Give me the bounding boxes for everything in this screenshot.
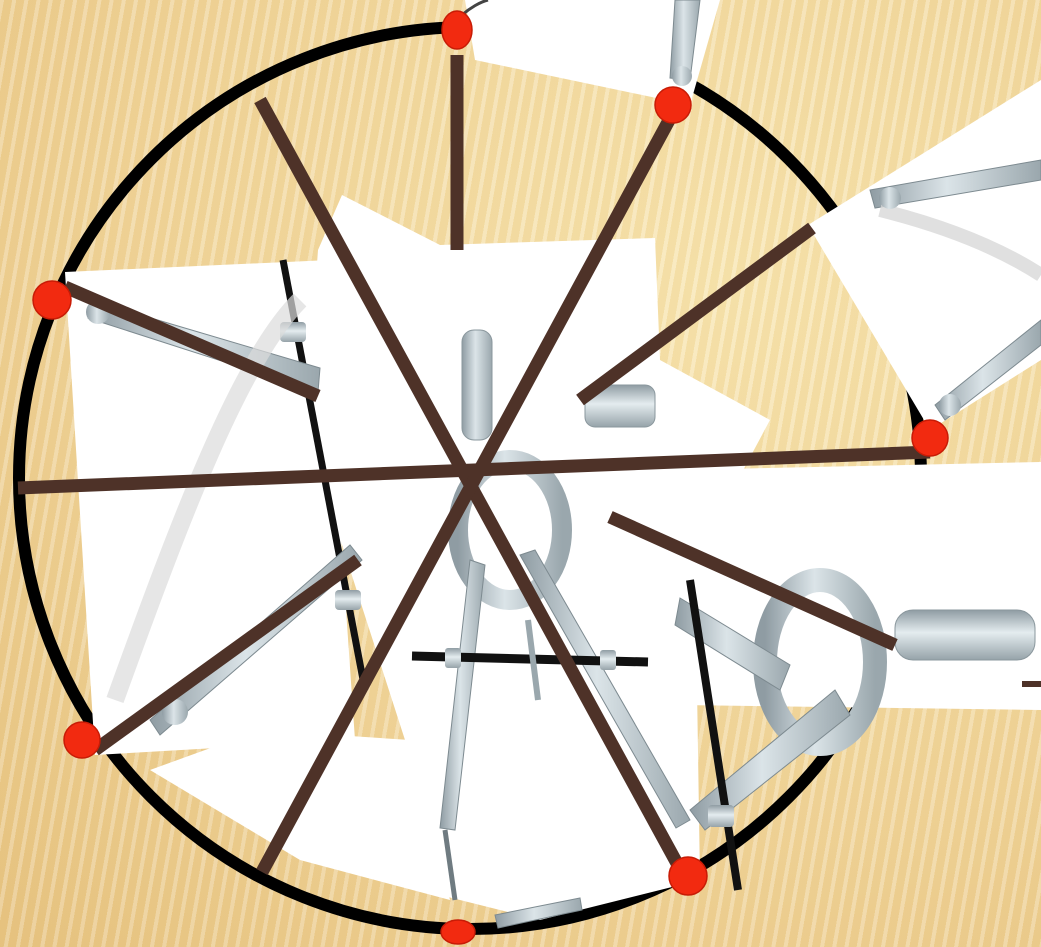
point-right <box>912 420 948 456</box>
point-left <box>33 281 71 319</box>
point-top-right <box>655 87 691 123</box>
point-top <box>442 11 472 49</box>
point-bottom-left <box>64 722 100 758</box>
point-bottom <box>441 920 475 944</box>
point-bottom-right <box>669 857 707 895</box>
